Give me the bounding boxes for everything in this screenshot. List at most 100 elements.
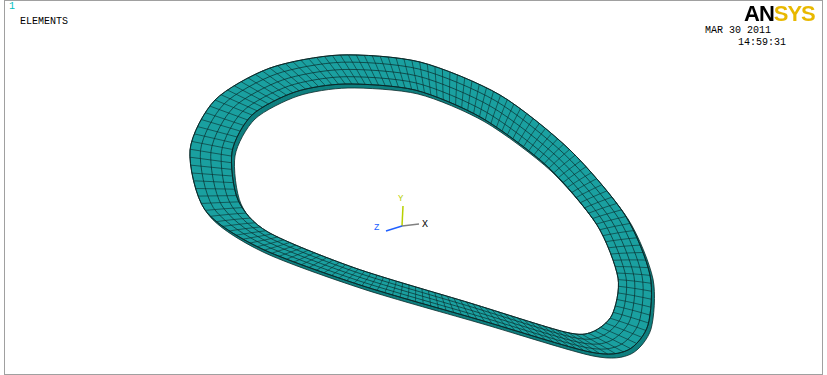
mesh-radial-line — [518, 318, 538, 338]
mesh-radial-line — [250, 237, 277, 243]
mesh-radial-line — [427, 64, 431, 95]
mesh-radial-line — [196, 188, 235, 190]
mesh-radial-line — [617, 299, 651, 307]
mesh-radial-line — [347, 269, 358, 281]
mesh-radial-line — [529, 128, 546, 150]
mesh-radial-line — [473, 304, 484, 321]
mesh-radial-line — [420, 62, 425, 93]
ring-face — [190, 55, 652, 354]
mesh-radial-line — [201, 202, 239, 204]
mesh-radial-line — [613, 312, 648, 323]
mesh-radial-line — [442, 69, 444, 100]
mesh-radial-line — [362, 273, 371, 285]
mesh-radial-line — [216, 218, 250, 221]
mesh-radial-line — [606, 238, 637, 242]
mesh-radial-line — [412, 60, 418, 91]
mesh-radial-line — [236, 231, 266, 235]
plot-time: 14:59:31 — [738, 38, 786, 48]
mesh-radial-line — [210, 106, 248, 120]
mesh-radial-line — [480, 88, 487, 117]
window-number: 1 — [9, 2, 15, 12]
mesh-ring-line — [190, 55, 652, 354]
plot-date: MAR 30 2011 — [705, 26, 771, 36]
mesh-radial-line — [513, 114, 527, 139]
mesh-radial-line — [530, 322, 553, 342]
mesh-radial-line — [372, 56, 385, 86]
mesh-radial-line — [615, 267, 648, 268]
z-axis — [386, 226, 402, 231]
mesh-radial-line — [332, 56, 352, 84]
mesh-radial-line — [468, 81, 472, 110]
mesh-radial-line — [618, 280, 651, 284]
mesh-radial-line — [205, 113, 243, 126]
mesh-radial-line — [227, 90, 262, 107]
y-axis — [402, 206, 403, 226]
mesh-radial-line — [549, 150, 569, 169]
mesh-radial-line — [340, 55, 358, 84]
mesh-radial-line — [428, 291, 430, 306]
mesh-ring-line — [211, 69, 635, 344]
mesh-radial-line — [589, 203, 617, 213]
mesh-radial-line — [618, 286, 651, 291]
mesh-radial-line — [582, 334, 616, 353]
mesh-radial-line — [211, 213, 246, 216]
mesh-radial-line — [554, 155, 575, 173]
mesh-radial-line — [562, 331, 591, 352]
mesh-radial-line — [507, 109, 520, 135]
mesh-radial-line — [479, 306, 492, 324]
axis-label: Y — [398, 195, 403, 204]
mesh-radial-line — [496, 100, 507, 128]
mesh-radial-line — [610, 318, 646, 330]
mesh-radial-line — [356, 55, 372, 85]
mesh-radial-line — [441, 294, 446, 310]
mesh-radial-line — [617, 273, 650, 275]
mesh-radial-line — [589, 333, 624, 352]
mesh-radial-line — [302, 255, 321, 265]
mesh-radial-line — [190, 157, 232, 163]
mesh-radial-line — [485, 91, 493, 120]
window-frame — [5, 1, 823, 375]
mesh-radial-line — [435, 293, 439, 309]
mesh-radial-line — [192, 141, 233, 149]
mesh-radial-line — [198, 195, 236, 196]
mesh-radial-line — [596, 217, 626, 225]
mesh-radial-line — [385, 279, 390, 292]
mesh-radial-line — [449, 72, 450, 102]
axis-label: Z — [374, 224, 379, 233]
mesh-radial-line — [559, 161, 581, 178]
x-axis — [402, 224, 419, 226]
mesh-radial-line — [380, 56, 392, 86]
mesh-radial-line — [534, 134, 552, 155]
mesh-radial-line — [221, 95, 257, 111]
mesh-radial-line — [563, 167, 586, 183]
mesh-radial-line — [593, 210, 622, 219]
mesh-radial-line — [272, 245, 296, 253]
mesh-radial-line — [615, 306, 650, 315]
mesh-ring-line — [200, 62, 643, 349]
mesh-radial-line — [502, 104, 514, 131]
mesh-radial-line — [201, 119, 240, 131]
mesh-radial-line — [613, 259, 646, 260]
mesh-radial-line — [572, 179, 597, 193]
mesh-radial-line — [192, 173, 233, 176]
mesh-radial-line — [354, 271, 364, 283]
mesh-radial-line — [580, 191, 607, 203]
mesh-radial-line — [618, 293, 651, 299]
mesh-radial-line — [324, 56, 345, 84]
axis-triad — [386, 206, 419, 231]
mesh-radial-line — [569, 333, 600, 354]
mesh-radial-line — [408, 285, 409, 299]
mesh-radial-line — [205, 208, 242, 211]
mesh-ring-line — [221, 77, 627, 340]
mesh-radial-line — [544, 144, 563, 163]
mesh-radial-line — [191, 165, 232, 169]
mesh-radial-line — [603, 231, 634, 236]
ansys-logo: ANSYS — [744, 3, 815, 25]
mesh-radial-line — [467, 302, 477, 319]
mesh-radial-line — [348, 55, 365, 85]
mesh-radial-line — [215, 100, 252, 115]
mesh-radial-line — [377, 277, 383, 290]
mesh-radial-line — [456, 75, 458, 105]
mesh-radial-line — [243, 234, 272, 239]
